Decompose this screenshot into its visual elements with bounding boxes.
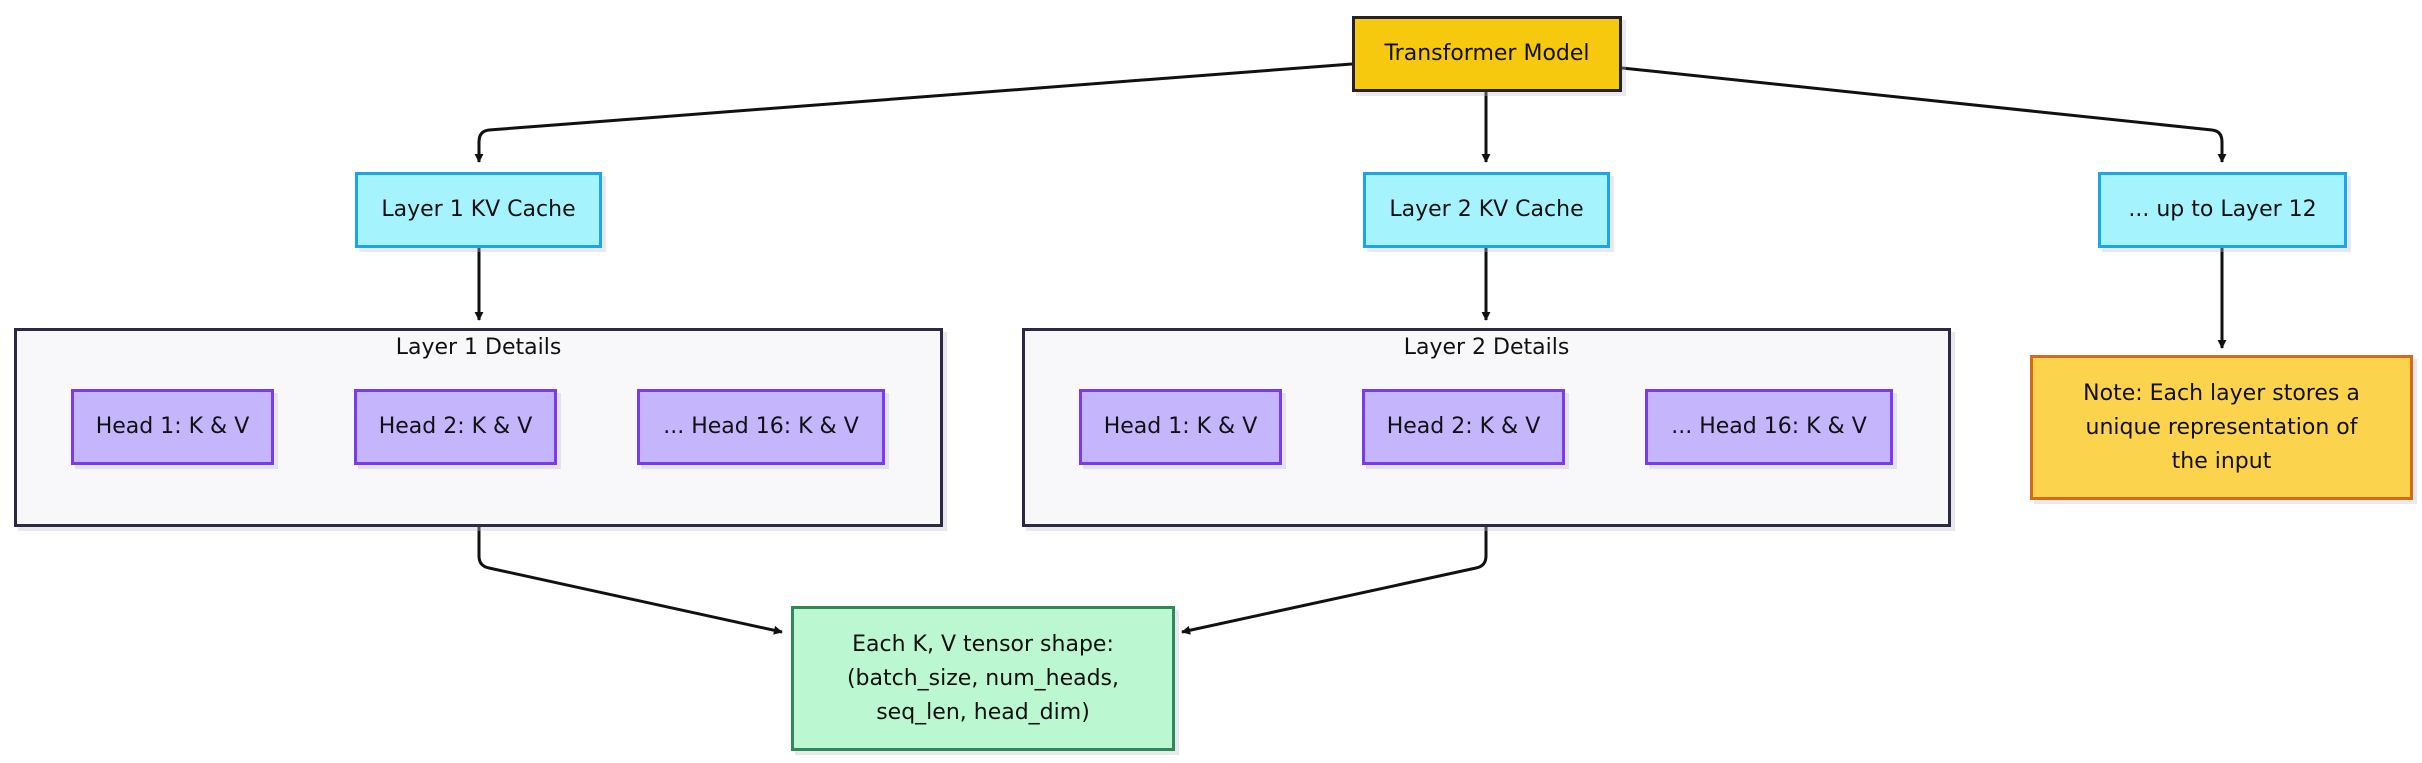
layer1-head1-label: Head 1: K & V (95, 414, 250, 439)
layer-note-node: Note: Each layer stores a unique represe… (2030, 355, 2413, 500)
layer2-head2-node: Head 2: K & V (1362, 389, 1565, 465)
layer12-kv-cache-node: ... up to Layer 12 (2098, 172, 2347, 248)
layer1-head1-node: Head 1: K & V (71, 389, 274, 465)
layer2-head1-label: Head 1: K & V (1103, 414, 1258, 439)
layer1-head2-node: Head 2: K & V (354, 389, 557, 465)
layer12-kv-cache-label: ... up to Layer 12 (2128, 197, 2317, 222)
layer2-kv-cache-label: Layer 2 KV Cache (1389, 197, 1584, 222)
layer1-details-title: Layer 1 Details (395, 335, 562, 360)
layer-note-line2: unique representation of (2085, 414, 2358, 440)
layer2-details-title: Layer 2 Details (1403, 335, 1570, 360)
layer-note-line1: Note: Each layer stores a (2083, 380, 2360, 406)
layer1-head16-node: ... Head 16: K & V (637, 389, 885, 465)
layer2-kv-cache-node: Layer 2 KV Cache (1363, 172, 1610, 248)
layer-note-line3: the input (2171, 448, 2272, 474)
layer1-head16-label: ... Head 16: K & V (663, 414, 859, 439)
edge-layer1details-to-shape (477, 527, 783, 635)
tensor-shape-line2: (batch_size, num_heads, (846, 665, 1120, 691)
layer1-kv-cache-label: Layer 1 KV Cache (381, 197, 576, 222)
layer2-head1-node: Head 1: K & V (1079, 389, 1282, 465)
tensor-shape-line3: seq_len, head_dim) (876, 699, 1090, 725)
edge-model-to-layer1 (474, 62, 1353, 163)
layer2-head16-node: ... Head 16: K & V (1645, 389, 1893, 465)
tensor-shape-line1: Each K, V tensor shape: (852, 631, 1114, 657)
transformer-model-label: Transformer Model (1384, 41, 1590, 66)
edge-model-to-layer12 (1621, 66, 2227, 163)
layer1-head2-label: Head 2: K & V (378, 414, 533, 439)
layer1-kv-cache-node: Layer 1 KV Cache (355, 172, 602, 248)
layer2-head16-label: ... Head 16: K & V (1671, 414, 1867, 439)
edge-layer2details-to-shape (1181, 527, 1488, 635)
layer2-head2-label: Head 2: K & V (1386, 414, 1541, 439)
tensor-shape-node: Each K, V tensor shape: (batch_size, num… (791, 606, 1175, 751)
transformer-model-node: Transformer Model (1352, 16, 1622, 92)
